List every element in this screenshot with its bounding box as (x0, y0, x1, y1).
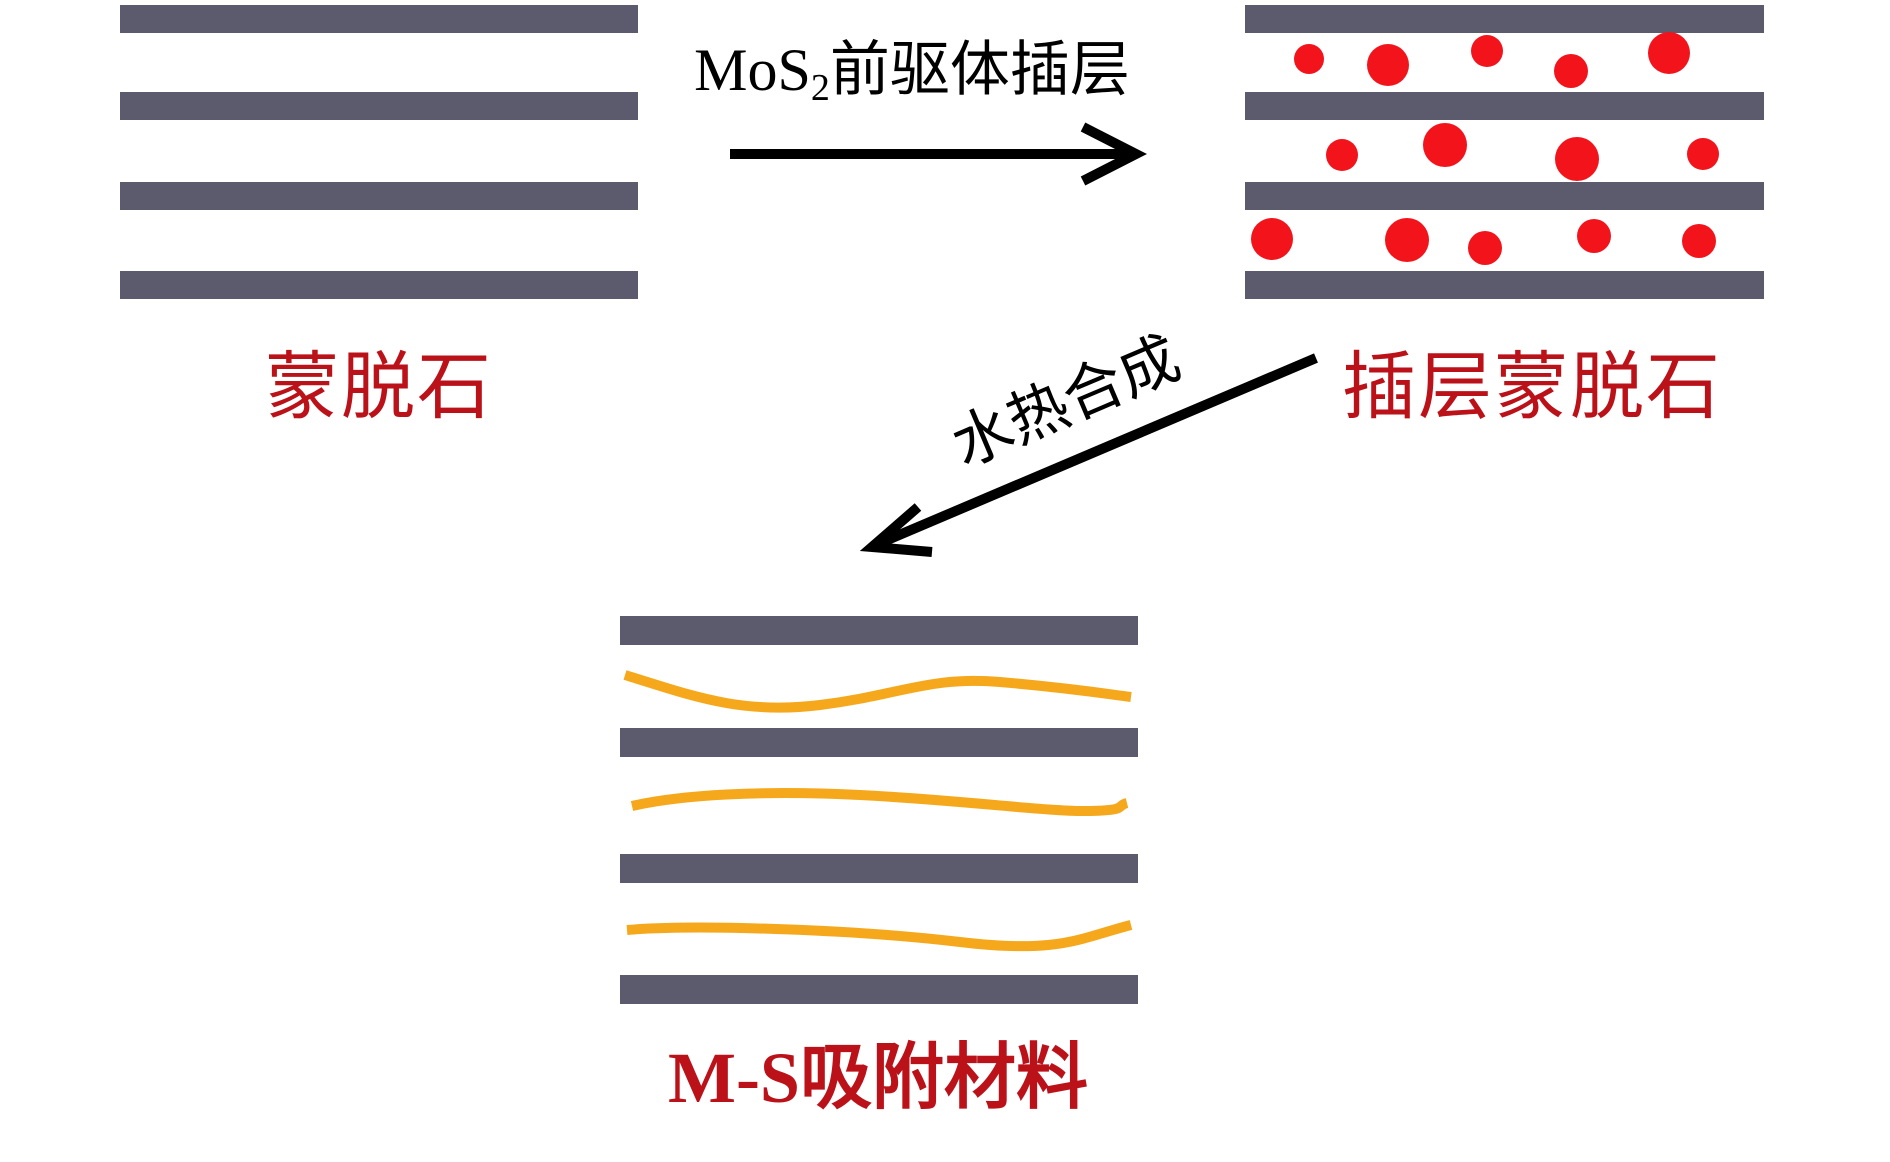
precursor-particle (1251, 218, 1293, 260)
clay-layer (120, 92, 638, 120)
hydrothermal-arrow (859, 353, 1318, 557)
precursor-particle (1577, 219, 1611, 253)
mos2-sheet (626, 920, 1133, 952)
precursor-particle (1471, 35, 1503, 67)
product-stack (620, 616, 1138, 1004)
precursor-particle (1367, 44, 1409, 86)
arrow-shaft (876, 353, 1318, 549)
clay-layer (120, 182, 638, 210)
clay-layer (1245, 182, 1764, 210)
clay-layer (120, 271, 638, 299)
precursor-particle (1687, 138, 1719, 170)
precursor-particle (1423, 123, 1467, 167)
step-description: 前驱体插层 (830, 37, 1130, 103)
precursor-particle (1682, 224, 1716, 258)
product-label: M-S吸附材料 (668, 1038, 1088, 1118)
mos2-sheet (630, 788, 1129, 817)
precursor-particle (1326, 139, 1358, 171)
mos2-sheet (623, 670, 1132, 713)
precursor-particle (1294, 44, 1324, 74)
intercalated-label: 插层蒙脱石 (1342, 347, 1722, 429)
clay-layer (620, 854, 1138, 883)
precursor-particle (1385, 218, 1429, 262)
precursor-particle (1468, 231, 1502, 265)
precursor-particle (1648, 32, 1690, 74)
clay-layer (620, 728, 1138, 757)
intercalated-stack (1245, 5, 1764, 299)
formula-text: MoS (694, 37, 811, 103)
intercalation-step-label: MoS2前驱体插层 (694, 37, 1130, 109)
formula-subscript: 2 (811, 67, 830, 109)
precursor-particle (1554, 54, 1588, 88)
hydrothermal-step-label: 水热合成 (943, 325, 1190, 480)
clay-layer (620, 616, 1138, 645)
precursor-particle (1555, 137, 1599, 181)
montmorillonite-label: 蒙脱石 (265, 347, 493, 429)
clay-layer (1245, 5, 1764, 33)
intercalation-arrow (730, 122, 1148, 186)
clay-layer (620, 975, 1138, 1004)
arrow-head (859, 503, 933, 557)
clay-layer (1245, 271, 1764, 299)
montmorillonite-stack (120, 5, 638, 299)
arrow-head (1080, 122, 1148, 186)
clay-layer (120, 5, 638, 33)
clay-layer (1245, 92, 1764, 120)
precursor-particles (1251, 32, 1719, 265)
